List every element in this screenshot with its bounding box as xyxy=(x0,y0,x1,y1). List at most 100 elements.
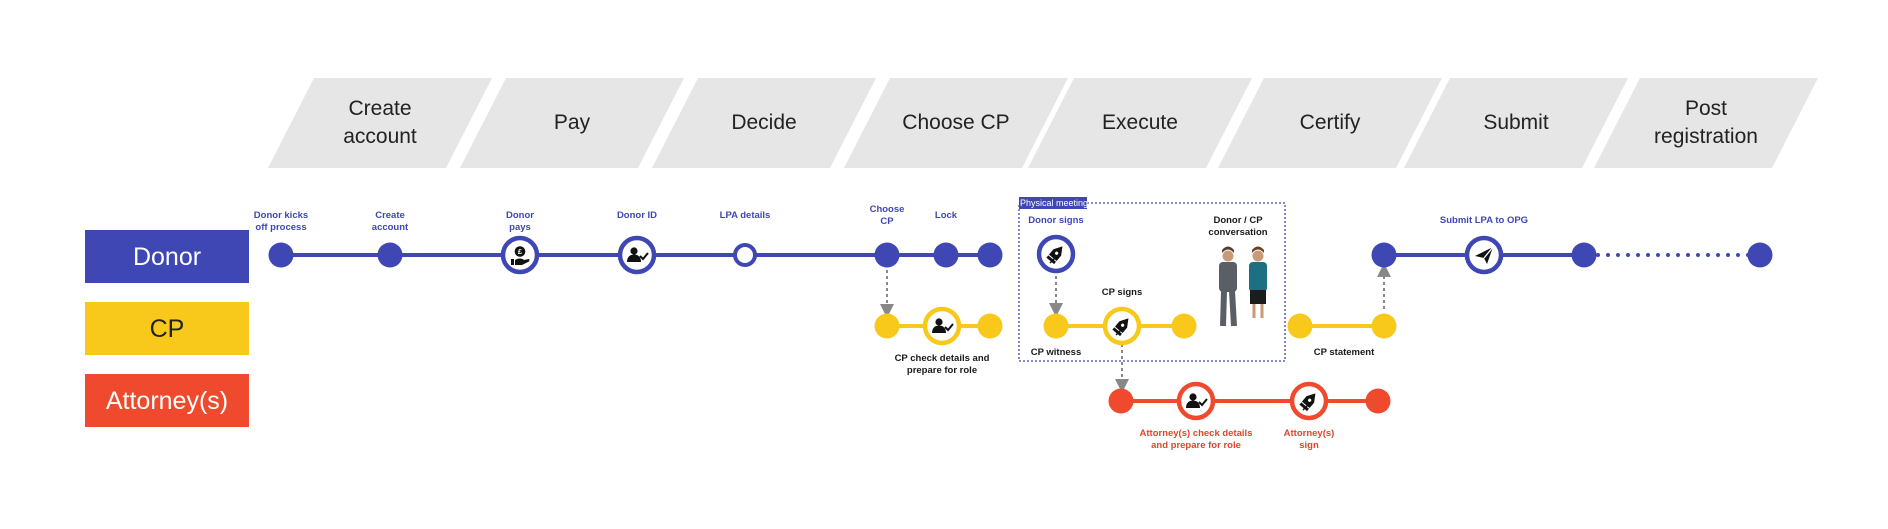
step-choose-cp xyxy=(874,242,900,268)
label-donor-id: Donor ID xyxy=(617,210,657,221)
lane-donor-label: Donor xyxy=(133,243,201,271)
step-lock xyxy=(933,242,959,268)
label-lpa-details: LPA details xyxy=(720,210,771,221)
step-create-account xyxy=(377,242,403,268)
stage-chevron xyxy=(1594,78,1818,168)
stage-label-line: Choose CP xyxy=(902,111,1009,134)
stage-label: Certify xyxy=(1300,111,1361,134)
label-cp-signs: CP signs xyxy=(1102,287,1142,298)
label-cp-statement-line: CP statement xyxy=(1314,347,1375,358)
step-submit-start xyxy=(1371,242,1397,268)
conversation-illustration xyxy=(1219,246,1267,327)
label-create-account-line: Create xyxy=(375,210,405,221)
label-cp-check-line: prepare for role xyxy=(907,365,977,376)
step-attorney-start xyxy=(1108,388,1134,414)
label-submit-lpa: Submit LPA to OPG xyxy=(1440,215,1528,226)
label-conversation-line: Donor / CP xyxy=(1213,215,1263,226)
label-conversation-line: conversation xyxy=(1208,227,1267,238)
label-attorney-check-line: and prepare for role xyxy=(1151,440,1241,451)
label-cp-witness-line: CP witness xyxy=(1031,347,1082,358)
person-hair xyxy=(1252,246,1264,253)
person-leg xyxy=(1220,290,1227,327)
person-head xyxy=(1252,250,1264,262)
step-cp-end xyxy=(977,313,1003,339)
lane-cp-label: CP xyxy=(150,315,185,343)
stage-label-line: Certify xyxy=(1300,111,1361,134)
stage-chevron xyxy=(1218,78,1442,168)
stage-chevron xyxy=(652,78,876,168)
label-attorney-sign-line: sign xyxy=(1299,440,1319,451)
label-choose-cp-line: CP xyxy=(880,216,894,227)
label-donor-signs-line: Donor signs xyxy=(1028,215,1083,226)
flow-lines xyxy=(281,253,1754,403)
step-donor-end xyxy=(977,242,1003,268)
stage-label: Decide xyxy=(731,111,796,134)
lane-cp-box xyxy=(85,302,249,355)
stage-label: Submit xyxy=(1483,111,1549,134)
lane-attorney-box xyxy=(85,374,249,427)
label-cp-statement: CP statement xyxy=(1314,347,1375,358)
physical-meeting-tag xyxy=(1019,197,1087,209)
label-donor-pays-line: pays xyxy=(509,222,531,233)
step-cp-statement-start xyxy=(1287,313,1313,339)
stage-label-line: Post xyxy=(1685,97,1727,120)
flow-steps xyxy=(268,234,1773,421)
label-donor-signs: Donor signs xyxy=(1028,215,1083,226)
stage-chevron xyxy=(844,78,1068,168)
woman-figure xyxy=(1249,246,1267,318)
label-cp-signs-line: CP signs xyxy=(1102,287,1142,298)
step-cp-start xyxy=(874,313,900,339)
step-cp-statement-end xyxy=(1371,313,1397,339)
step-attorney-end xyxy=(1365,388,1391,414)
stage-chevron xyxy=(268,78,492,168)
lane-attorney-label: Attorney(s) xyxy=(106,387,228,415)
step-lpa-details xyxy=(733,243,757,267)
lane-donor-box xyxy=(85,230,249,283)
label-cp-witness: CP witness xyxy=(1031,347,1082,358)
man-figure xyxy=(1219,246,1237,327)
label-donor-pays-line: Donor xyxy=(506,210,534,221)
physical-meeting-group: Physical meeting xyxy=(1018,197,1286,362)
stage-label-line: Pay xyxy=(554,111,591,134)
label-donor-kicks-off-line: off process xyxy=(255,222,306,233)
label-cp-check-line: CP check details and xyxy=(895,353,990,364)
label-lpa-details-line: LPA details xyxy=(720,210,771,221)
donor_id xyxy=(617,235,657,275)
cp_check xyxy=(922,306,962,346)
label-attorney-sign: Attorney(s)sign xyxy=(1284,428,1335,451)
label-donor-kicks-off-line: Donor kicks xyxy=(254,210,308,221)
stage-label: Execute xyxy=(1102,111,1178,134)
stage-chevron xyxy=(1404,78,1628,168)
label-donor-id-line: Donor ID xyxy=(617,210,657,221)
person-hair xyxy=(1222,246,1234,253)
stage-label-line: Decide xyxy=(731,111,796,134)
label-submit-lpa-line: Submit LPA to OPG xyxy=(1440,215,1528,226)
person-leg xyxy=(1229,290,1237,327)
step-cp-witness xyxy=(1043,313,1069,339)
person-torso xyxy=(1219,262,1237,292)
person-torso xyxy=(1249,262,1267,292)
step-donor-kicks-off xyxy=(268,242,294,268)
label-lock: Lock xyxy=(935,210,958,221)
stage-label-line: account xyxy=(343,125,417,148)
label-lock-line: Lock xyxy=(935,210,958,221)
attorney_check xyxy=(1176,381,1216,421)
step-post-registration xyxy=(1747,242,1773,268)
stage-label: Choose CP xyxy=(902,111,1009,134)
label-create-account-line: account xyxy=(372,222,409,233)
stage-label-line: Submit xyxy=(1483,111,1549,134)
stage-label: Pay xyxy=(554,111,591,134)
label-attorney-check-line: Attorney(s) check details xyxy=(1140,428,1253,439)
stage-label-line: Execute xyxy=(1102,111,1178,134)
step-cp-signs-end xyxy=(1171,313,1197,339)
